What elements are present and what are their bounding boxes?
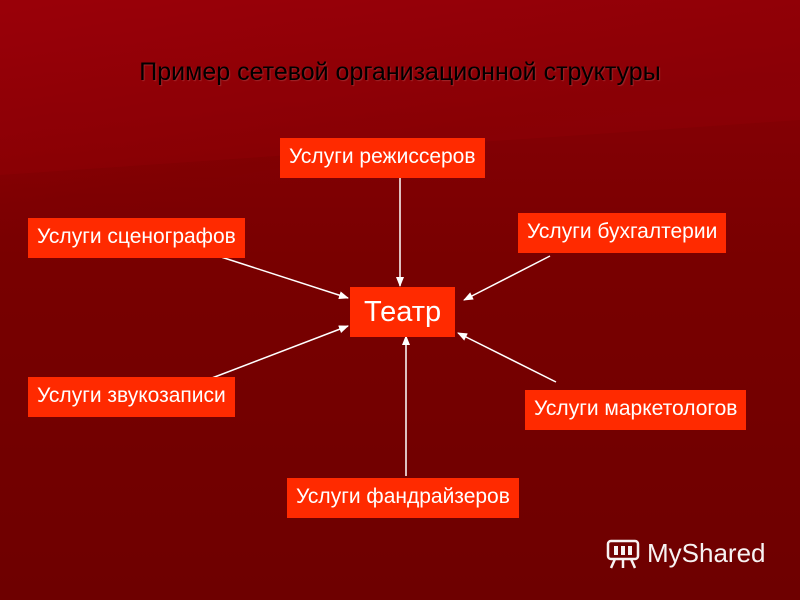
arrow-accounting — [463, 255, 551, 301]
node-sound: Услуги звукозаписи — [28, 377, 235, 417]
node-fundraising: Услуги фандрайзеров — [287, 478, 519, 518]
arrow-scenographers — [217, 255, 349, 300]
logo-text: MyShared — [647, 537, 766, 568]
node-directors: Услуги режиссеров — [280, 138, 485, 178]
watermark-logo: MyShared — [605, 535, 766, 571]
node-accounting: Услуги бухгалтерии — [518, 213, 727, 253]
node-center-theatre: Театр — [350, 287, 456, 337]
logo-icon — [606, 539, 640, 569]
slide-title: Пример сетевой организационной структуры — [139, 58, 661, 86]
arrow-sound — [211, 325, 349, 379]
node-marketing: Услуги маркетологов — [525, 390, 747, 430]
arrow-marketing — [457, 332, 557, 383]
node-scenographers: Услуги сценографов — [28, 218, 245, 258]
